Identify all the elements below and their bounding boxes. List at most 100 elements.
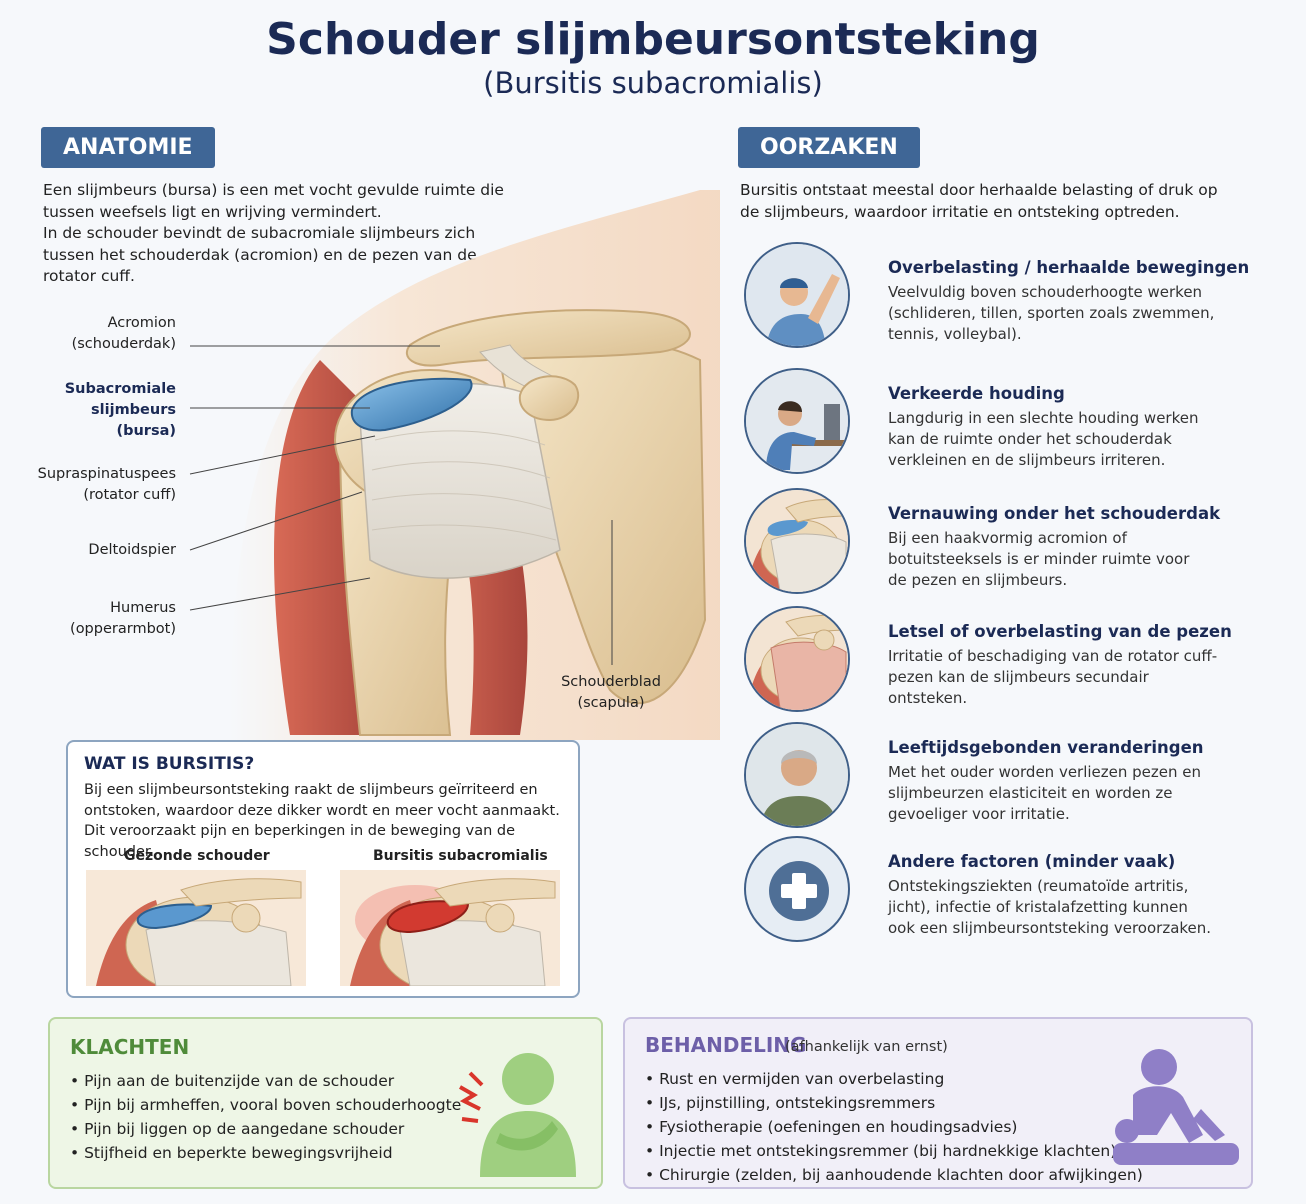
treatment-list: Rust en vermijden van overbelasting IJs,… (645, 1067, 1143, 1187)
cause-item: Vernauwing onder het schouderdak Bij een… (742, 488, 1282, 598)
elderly-man-icon (744, 722, 850, 828)
tendon-injury-icon (744, 606, 850, 712)
healthy-shoulder-image (86, 870, 306, 986)
cause-description: Langdurig in een slechte houding werken … (888, 408, 1228, 471)
cause-title: Andere factoren (minder vaak) (888, 852, 1176, 871)
label-bursa: Subacromiale slijmbeurs (bursa) (40, 379, 176, 442)
label-acromion: Acromion (schouderdak) (40, 313, 176, 355)
label-line: Schouderblad (561, 674, 661, 690)
cause-item: Andere factoren (minder vaak) Ontsteking… (742, 836, 1282, 946)
bursitis-title: WAT IS BURSITIS? (84, 754, 255, 774)
list-item: Stijfheid en beperkte bewegingsvrijheid (70, 1141, 461, 1165)
physiotherapy-icon (1113, 1049, 1239, 1165)
anatomy-intro-line: tussen het schouderdak (acromion) en de … (43, 245, 477, 264)
page-subtitle: (Bursitis subacromialis) (483, 66, 823, 100)
label-scapula: Schouderblad (scapula) (548, 672, 674, 714)
cause-line: (schlideren, tillen, sporten zoals zwemm… (888, 304, 1215, 322)
causes-intro-line: de slijmbeurs, waardoor irritatie en ont… (740, 202, 1180, 221)
bursitis-description: Bij een slijmbeursontsteking raakt de sl… (84, 780, 564, 862)
label-line: Supraspinatuspees (37, 466, 176, 482)
medical-cross-icon (744, 836, 850, 942)
cause-line: Veelvuldig boven schouderhoogte werken (888, 283, 1203, 301)
inflamed-shoulder-caption: Bursitis subacromialis (373, 848, 548, 864)
what-is-bursitis-box: WAT IS BURSITIS? Bij een slijmbeursontst… (66, 740, 580, 998)
cause-description: Met het ouder worden verliezen pezen en … (888, 762, 1228, 825)
cause-line: ook een slijmbeursontsteking veroorzaken… (888, 919, 1212, 937)
anatomy-intro-line: rotator cuff. (43, 267, 135, 285)
cause-line: tennis, volleybal). (888, 325, 1022, 343)
label-line: (rotator cuff) (83, 487, 176, 503)
anatomy-intro: Een slijmbeurs (bursa) is een met vocht … (43, 180, 504, 288)
cause-line: verkleinen en de slijmbeurs irriteren. (888, 451, 1166, 469)
anatomy-intro-line: In de schouder bevindt de subacromiale s… (43, 224, 476, 242)
overhead-worker-icon (744, 242, 850, 348)
hooked-acromion-icon (744, 488, 850, 594)
cause-line: botuitsteeksels is er minder ruimte voor (888, 550, 1190, 568)
cause-line: Ontstekingsziekten (reumatoïde artritis, (888, 877, 1189, 895)
treatment-subtitle: (afhankelijk van ernst) (785, 1039, 948, 1055)
complaints-box: KLACHTEN Pijn aan de buitenzijde van de … (48, 1017, 603, 1189)
bursitis-line: ontstoken, waardoor deze dikker wordt en… (84, 802, 560, 819)
label-line: (scapula) (577, 695, 645, 711)
treatment-title: BEHANDELING (645, 1033, 807, 1057)
cause-description: Irritatie of beschadiging van de rotator… (888, 646, 1228, 709)
cause-line: kan de ruimte onder het schouderdak (888, 430, 1172, 448)
complaints-list: Pijn aan de buitenzijde van de schouder … (70, 1069, 461, 1165)
cause-line: Langdurig in een slechte houding werken (888, 409, 1199, 427)
list-item: IJs, pijnstilling, ontstekingsremmers (645, 1091, 1143, 1115)
cause-line: jicht), infectie of kristalafzetting kun… (888, 898, 1188, 916)
list-item: Injectie met ontstekingsremmer (bij hard… (645, 1139, 1143, 1163)
cause-title: Letsel of overbelasting van de pezen (888, 622, 1232, 641)
anatomy-tag: ANATOMIE (41, 127, 215, 168)
causes-intro-line: Bursitis ontstaat meestal door herhaalde… (740, 181, 1218, 199)
label-line: slijmbeurs (91, 402, 176, 418)
cause-line: Bij een haakvormig acromion of (888, 529, 1127, 547)
cause-description: Bij een haakvormig acromion of botuitste… (888, 528, 1228, 591)
list-item: Pijn bij armheffen, vooral boven schoude… (70, 1093, 461, 1117)
cause-description: Veelvuldig boven schouderhoogte werken (… (888, 282, 1228, 345)
label-supraspinatus: Supraspinatuspees (rotator cuff) (20, 464, 176, 506)
healthy-shoulder-caption: Gezonde schouder (124, 848, 270, 864)
cause-line: gevoeliger voor irritatie. (888, 805, 1070, 823)
cause-title: Overbelasting / herhaalde bewegingen (888, 258, 1250, 277)
complaints-title: KLACHTEN (70, 1035, 190, 1059)
cause-item: Leeftijdsgebonden veranderingen Met het … (742, 722, 1282, 832)
shoulder-anatomy-illustration (189, 190, 720, 740)
cause-line: Met het ouder worden verliezen pezen en (888, 763, 1202, 781)
cause-line: de pezen en slijmbeurs. (888, 571, 1068, 589)
causes-intro: Bursitis ontstaat meestal door herhaalde… (740, 180, 1218, 223)
list-item: Fysiotherapie (oefeningen en houdingsadv… (645, 1115, 1143, 1139)
label-line: Acromion (107, 315, 176, 331)
label-line: (schouderdak) (71, 336, 176, 352)
desk-posture-icon (744, 368, 850, 474)
list-item: Pijn bij liggen op de aangedane schouder (70, 1117, 461, 1141)
cause-line: pezen kan de slijmbeurs secundair ontste… (888, 668, 1149, 707)
inflamed-shoulder-image (340, 870, 560, 986)
treatment-box: BEHANDELING (afhankelijk van ernst) Rust… (623, 1017, 1253, 1189)
shoulder-pain-icon (459, 1053, 576, 1177)
label-humerus: Humerus (opperarmbot) (40, 598, 176, 640)
bursitis-line: Dit veroorzaakt pijn en beperkingen in d… (84, 823, 516, 860)
anatomy-intro-line: tussen weefsels ligt en wrijving vermind… (43, 202, 382, 221)
label-deltoid: Deltoidspier (88, 542, 176, 558)
cause-item: Letsel of overbelasting van de pezen Irr… (742, 606, 1282, 716)
label-line: (bursa) (116, 423, 176, 439)
cause-item: Overbelasting / herhaalde bewegingen Vee… (742, 242, 1282, 352)
anatomy-intro-line: Een slijmbeurs (bursa) is een met vocht … (43, 181, 504, 199)
list-item: Rust en vermijden van overbelasting (645, 1067, 1143, 1091)
cause-line: Irritatie of beschadiging van de rotator… (888, 647, 1218, 665)
list-item: Pijn aan de buitenzijde van de schouder (70, 1069, 461, 1093)
cause-item: Verkeerde houding Langdurig in een slech… (742, 368, 1282, 478)
page-title: Schouder slijmbeursontsteking (266, 14, 1040, 65)
label-line: (opperarmbot) (70, 621, 176, 637)
cause-description: Ontstekingsziekten (reumatoïde artritis,… (888, 876, 1228, 939)
bursitis-line: Bij een slijmbeursontsteking raakt de sl… (84, 782, 538, 798)
list-item: Chirurgie (zelden, bij aanhoudende klach… (645, 1163, 1143, 1187)
cause-title: Verkeerde houding (888, 384, 1065, 403)
label-line: Humerus (110, 600, 176, 616)
causes-tag: OORZAKEN (738, 127, 920, 168)
cause-title: Leeftijdsgebonden veranderingen (888, 738, 1204, 757)
label-line: Subacromiale (64, 381, 176, 397)
cause-title: Vernauwing onder het schouderdak (888, 504, 1221, 523)
cause-line: slijmbeurzen elasticiteit en worden ze (888, 784, 1173, 802)
